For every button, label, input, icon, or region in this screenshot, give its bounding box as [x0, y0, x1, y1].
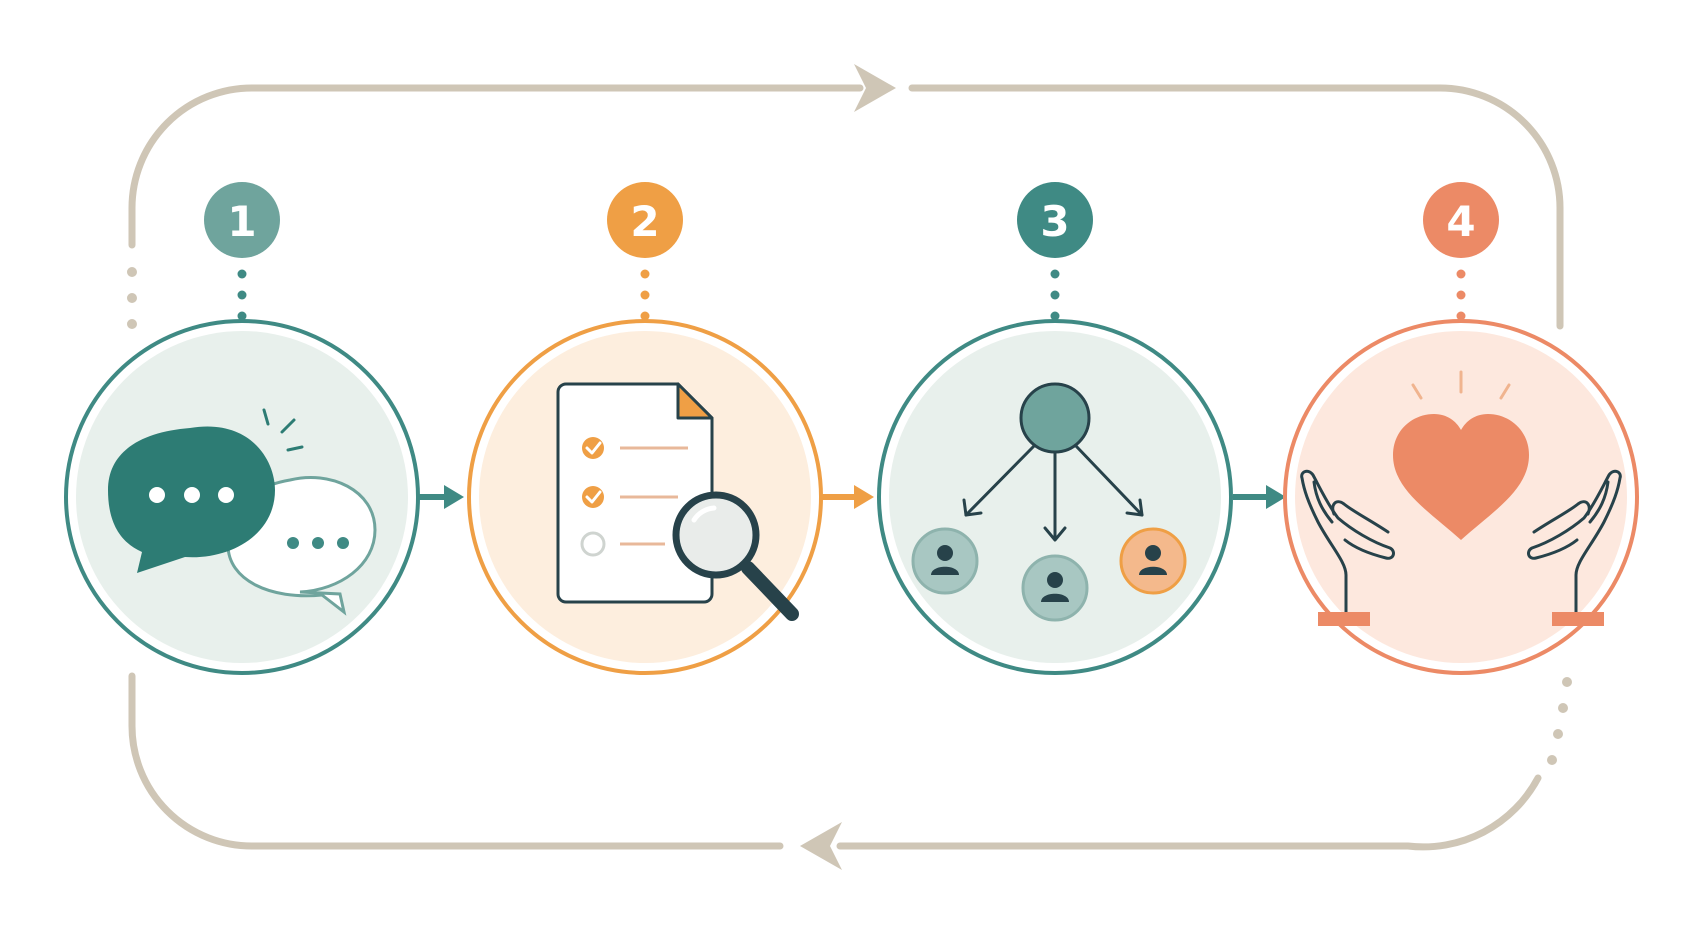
person-node-right [1119, 527, 1187, 595]
connector-3-4 [1233, 485, 1286, 509]
step-3-badge [1017, 182, 1093, 258]
step-3: 3 [877, 182, 1233, 675]
person-node-left [911, 527, 979, 595]
step-2: 2 [467, 182, 823, 675]
loop-top-arrowhead [854, 64, 896, 112]
loop-top-left-segment [128, 84, 864, 249]
step-1-number: 1 [227, 197, 256, 246]
person-node-center [1021, 554, 1089, 622]
step-4: 4 [1283, 182, 1639, 675]
org-network-icon [911, 382, 1187, 622]
step-1-badge [204, 182, 280, 258]
loop-bottom-arrowhead [800, 822, 842, 870]
loop-dots-left [127, 267, 137, 329]
speech-bubbles-icon [108, 408, 377, 616]
step-2-dots [640, 269, 650, 321]
loop-top-right-segment [908, 84, 1564, 330]
step-4-number: 4 [1446, 197, 1475, 246]
step-1-dots [237, 269, 247, 321]
loop-bottom-right-segment [836, 774, 1542, 851]
loop-dots-right [1547, 677, 1572, 765]
step-1: 1 [64, 182, 420, 675]
step-3-dots [1050, 269, 1060, 321]
loop-bottom-left-segment [128, 672, 784, 850]
step-4-dots [1456, 269, 1466, 321]
step-2-number: 2 [630, 197, 659, 246]
step-4-badge [1423, 182, 1499, 258]
step-2-badge [607, 182, 683, 258]
feedback-loop [128, 84, 1564, 851]
connector-1-2 [415, 485, 464, 509]
hands-heart-icon [1300, 370, 1622, 626]
connector-2-3 [822, 485, 874, 509]
checklist-magnifier-icon [556, 382, 799, 621]
step-3-number: 3 [1040, 197, 1069, 246]
